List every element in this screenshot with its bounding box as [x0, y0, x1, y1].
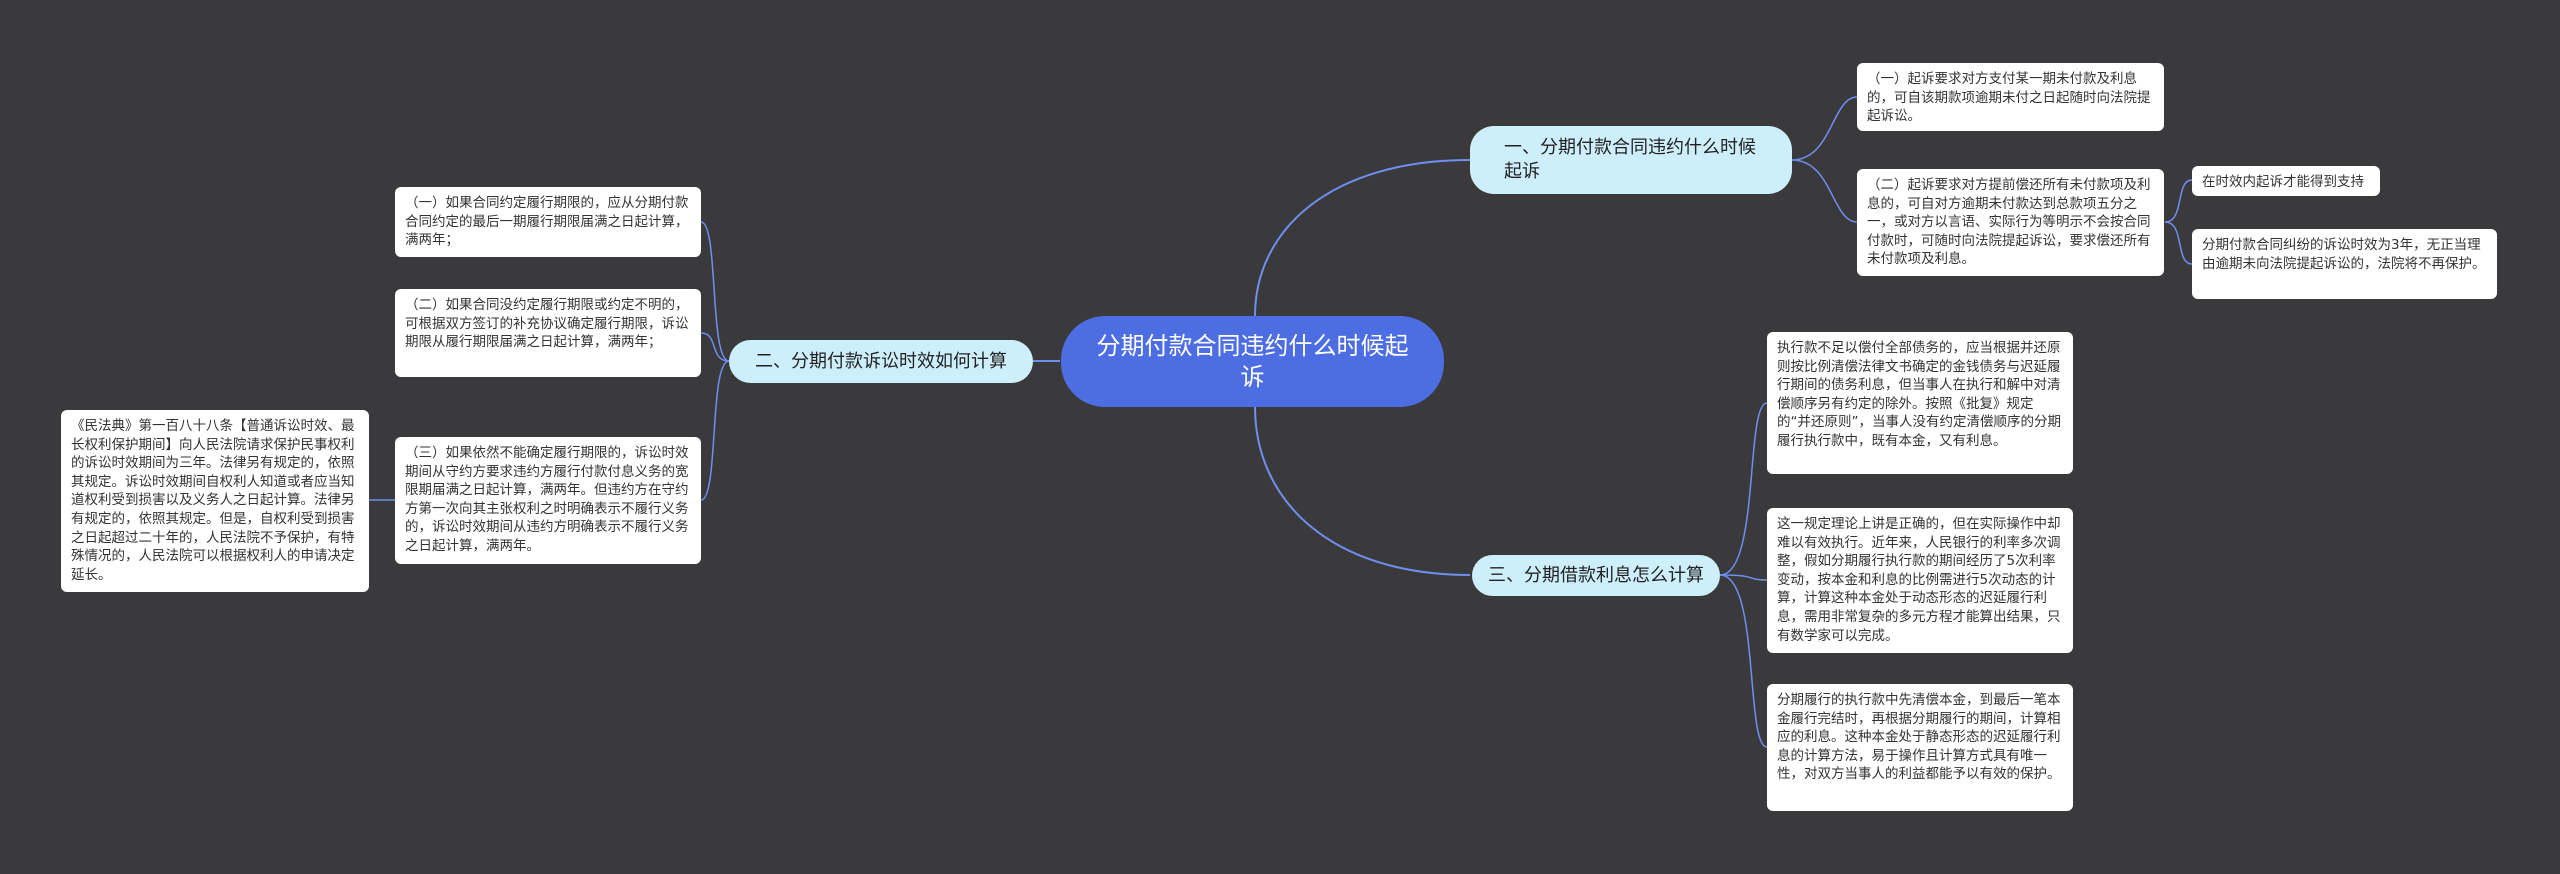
- link-b1-leaf1: [1791, 96, 1858, 161]
- link-b2-leaf3: [700, 360, 730, 501]
- link-b2-leaf1: [700, 221, 730, 362]
- link-b1-leaf2: [1791, 159, 1858, 223]
- branch-2-leaf-3[interactable]: （三）如果依然不能确定履行期限的，诉讼时效期间从守约方要求违约方履行付款付息义务…: [395, 437, 701, 564]
- branch-2-leaf-1[interactable]: （一）如果合同约定履行期限的，应从分期付款合同约定的最后一期履行期限届满之日起计…: [395, 187, 701, 257]
- root-topic[interactable]: 分期付款合同违约什么时候起诉: [1061, 316, 1444, 407]
- branch-1-topic[interactable]: 一、分期付款合同违约什么时候起诉: [1470, 126, 1792, 194]
- branch-1-text: 一、分期付款合同违约什么时候起诉: [1504, 137, 1756, 182]
- branch-1-leaf-1[interactable]: （一）起诉要求对方支付某一期未付款及利息的，可自该期款项逾期未付之日起随时向法院…: [1857, 63, 2164, 131]
- link-root-branch1: [1254, 159, 1471, 317]
- branch-2-leaf-3-sub[interactable]: 《民法典》第一百八十八条【普通诉讼时效、最长权利保护期间】向人民法院请求保护民事…: [61, 410, 369, 592]
- branch-2-topic[interactable]: 二、分期付款诉讼时效如何计算: [729, 340, 1033, 383]
- branch-3-leaf-1[interactable]: 执行款不足以偿付全部债务的，应当根据并还原则按比例清偿法律文书确定的金钱债务与迟…: [1767, 332, 2073, 474]
- branch-1-leaf-2[interactable]: （二）起诉要求对方提前偿还所有未付款项及利息的，可自对方逾期未付款达到总款项五分…: [1857, 169, 2164, 276]
- branch-3-text: 三、分期借款利息怎么计算: [1488, 564, 1704, 586]
- link-b3-leaf2: [1719, 574, 1768, 581]
- root-topic-text: 分期付款合同违约什么时候起诉: [1096, 331, 1409, 391]
- link-b1l2-sub1: [2164, 179, 2193, 223]
- branch-2-text: 二、分期付款诉讼时效如何计算: [755, 350, 1007, 372]
- link-b3-leaf1: [1719, 402, 1768, 576]
- link-b1l2-sub2: [2164, 221, 2193, 265]
- link-b3-leaf3: [1719, 574, 1768, 748]
- branch-3-topic[interactable]: 三、分期借款利息怎么计算: [1472, 555, 1720, 596]
- branch-3-leaf-2[interactable]: 这一规定理论上讲是正确的，但在实际操作中却难以有效执行。近年来，人民银行的利率多…: [1767, 508, 2073, 653]
- branch-3-leaf-3[interactable]: 分期履行的执行款中先清偿本金，到最后一笔本金履行完结时，再根据分期履行的期间，计…: [1767, 684, 2073, 811]
- link-b2-leaf2: [700, 332, 730, 362]
- link-root-branch3: [1254, 406, 1471, 576]
- branch-2-leaf-2[interactable]: （二）如果合同没约定履行期限或约定不明的，可根据双方签订的补充协议确定履行期限，…: [395, 289, 701, 377]
- branch-1-leaf-2-sub-2[interactable]: 分期付款合同纠纷的诉讼时效为3年，无正当理由逾期未向法院提起诉讼的，法院将不再保…: [2192, 229, 2497, 299]
- branch-1-leaf-2-sub-1[interactable]: 在时效内起诉才能得到支持: [2192, 166, 2380, 196]
